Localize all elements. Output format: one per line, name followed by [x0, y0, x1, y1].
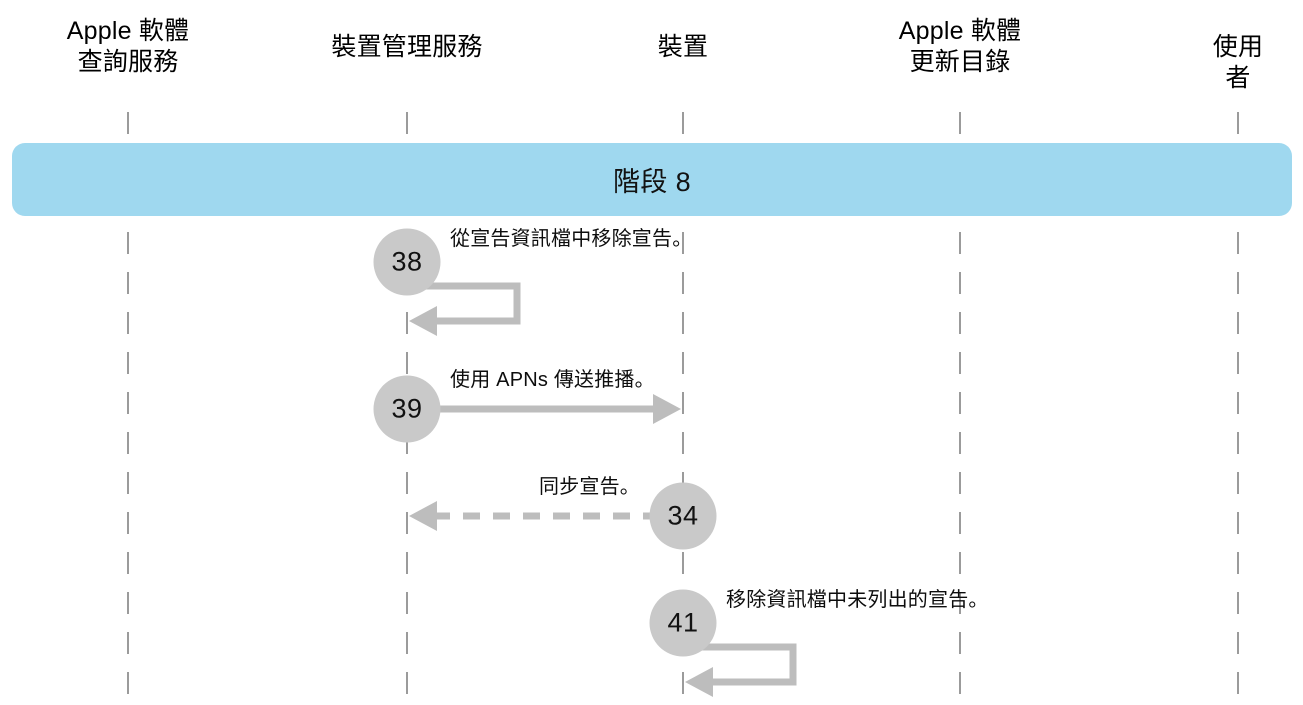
column-header-user: 使用者	[1212, 33, 1264, 92]
step-number-38: 38	[391, 246, 423, 277]
step-circle-41: 41	[649, 589, 717, 657]
message-label-41: 移除資訊檔中未列出的宣告。	[726, 589, 989, 611]
column-header-device: 裝置	[657, 33, 709, 61]
message-label-39: 使用 APNs 傳送推播。	[450, 369, 655, 391]
phase-banner: 階段 8	[12, 143, 1292, 216]
lifeline-device	[682, 112, 684, 702]
column-header-apple-lookup-service: Apple 軟體 查詢服務	[66, 17, 190, 76]
step-circle-38: 38	[373, 228, 441, 296]
step-circle-39: 39	[373, 375, 441, 443]
step-circle-34: 34	[649, 482, 717, 550]
lifeline-apple-lookup-service	[127, 112, 129, 702]
phase-banner-label: 階段 8	[612, 167, 692, 197]
message-label-34: 同步宣告。	[539, 476, 640, 498]
step-number-34: 34	[667, 500, 699, 531]
message-arrow-41	[683, 643, 797, 697]
step-number-41: 41	[667, 607, 699, 638]
lifeline-apple-software-update-catalog	[959, 112, 961, 702]
message-label-38: 從宣告資訊檔中移除宣告。	[450, 228, 693, 250]
message-arrow-39	[430, 394, 681, 424]
column-header-device-management-service: 裝置管理服務	[331, 33, 483, 61]
lifeline-user	[1237, 112, 1239, 702]
message-arrow-34	[409, 501, 660, 531]
column-header-apple-software-update-catalog: Apple 軟體 更新目錄	[898, 17, 1022, 76]
step-number-39: 39	[391, 393, 423, 424]
message-arrow-38	[407, 282, 521, 336]
